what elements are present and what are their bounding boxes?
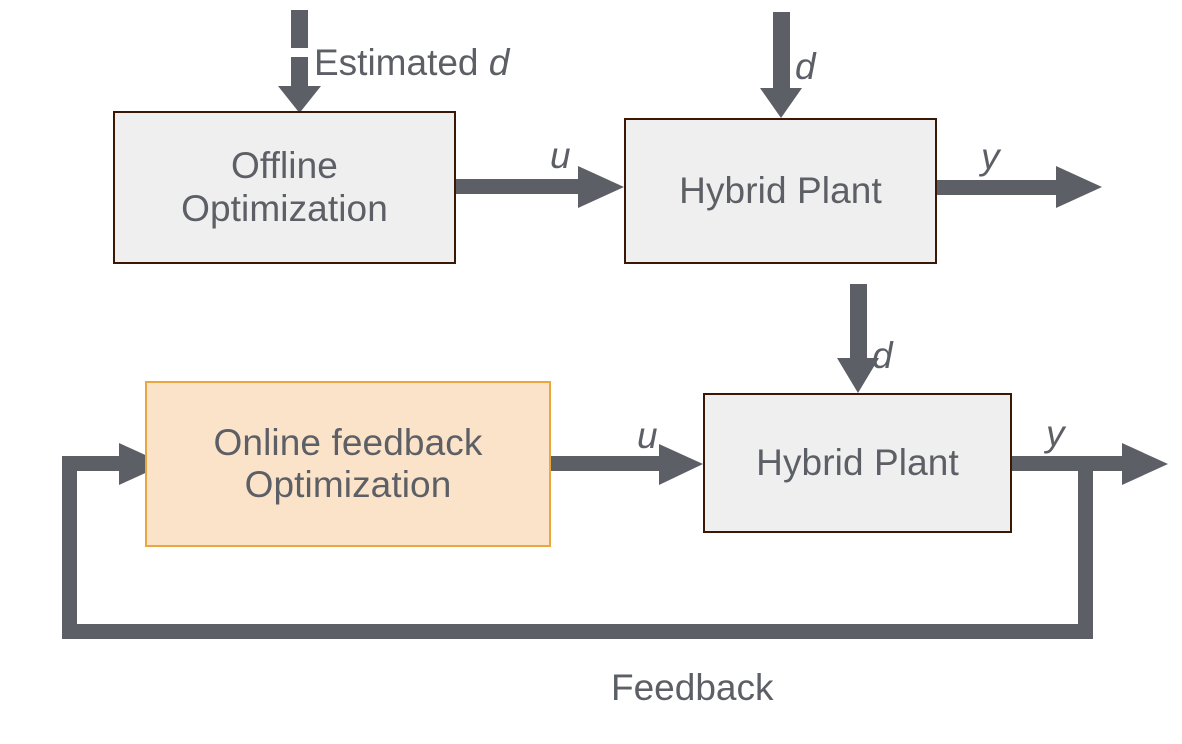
label-estimated-d-text: Estimated: [314, 42, 489, 83]
block-hybrid-plant-top-label: Hybrid Plant: [679, 169, 882, 211]
block-offline-optimization[interactable]: Offline Optimization: [113, 111, 456, 264]
block-offline-optimization-label: Offline Optimization: [181, 145, 388, 229]
label-estimated-d: Estimated d: [314, 44, 509, 81]
top-plant-output-arrow: [937, 166, 1102, 208]
offline-to-plant-arrow: [456, 166, 624, 208]
label-estimated-d-symbol: d: [488, 42, 510, 83]
d-into-bottom-plant-arrow: [837, 284, 879, 393]
block-hybrid-plant-bottom-label: Hybrid Plant: [756, 441, 959, 483]
estimated-d-arrow: [278, 10, 321, 113]
label-u-top: u: [550, 135, 571, 176]
bottom-plant-output-arrow: [1012, 443, 1168, 485]
block-hybrid-plant-bottom[interactable]: Hybrid Plant: [703, 393, 1012, 533]
block-online-feedback-optimization[interactable]: Online feedback Optimization: [145, 381, 551, 547]
label-y-top: y: [981, 136, 1000, 177]
label-u-bottom: u: [637, 415, 658, 456]
block-hybrid-plant-top[interactable]: Hybrid Plant: [624, 118, 937, 264]
online-to-plant-arrow: [551, 444, 703, 485]
block-online-feedback-optimization-label: Online feedback Optimization: [213, 421, 483, 505]
d-into-top-plant-arrow: [760, 12, 802, 118]
label-d-bottom-plant: d: [872, 335, 893, 376]
feedback-loop-arrow: [62, 443, 1093, 639]
label-d-top-plant: d: [795, 46, 816, 87]
label-feedback: Feedback: [611, 667, 774, 708]
label-y-bottom: y: [1046, 413, 1065, 454]
